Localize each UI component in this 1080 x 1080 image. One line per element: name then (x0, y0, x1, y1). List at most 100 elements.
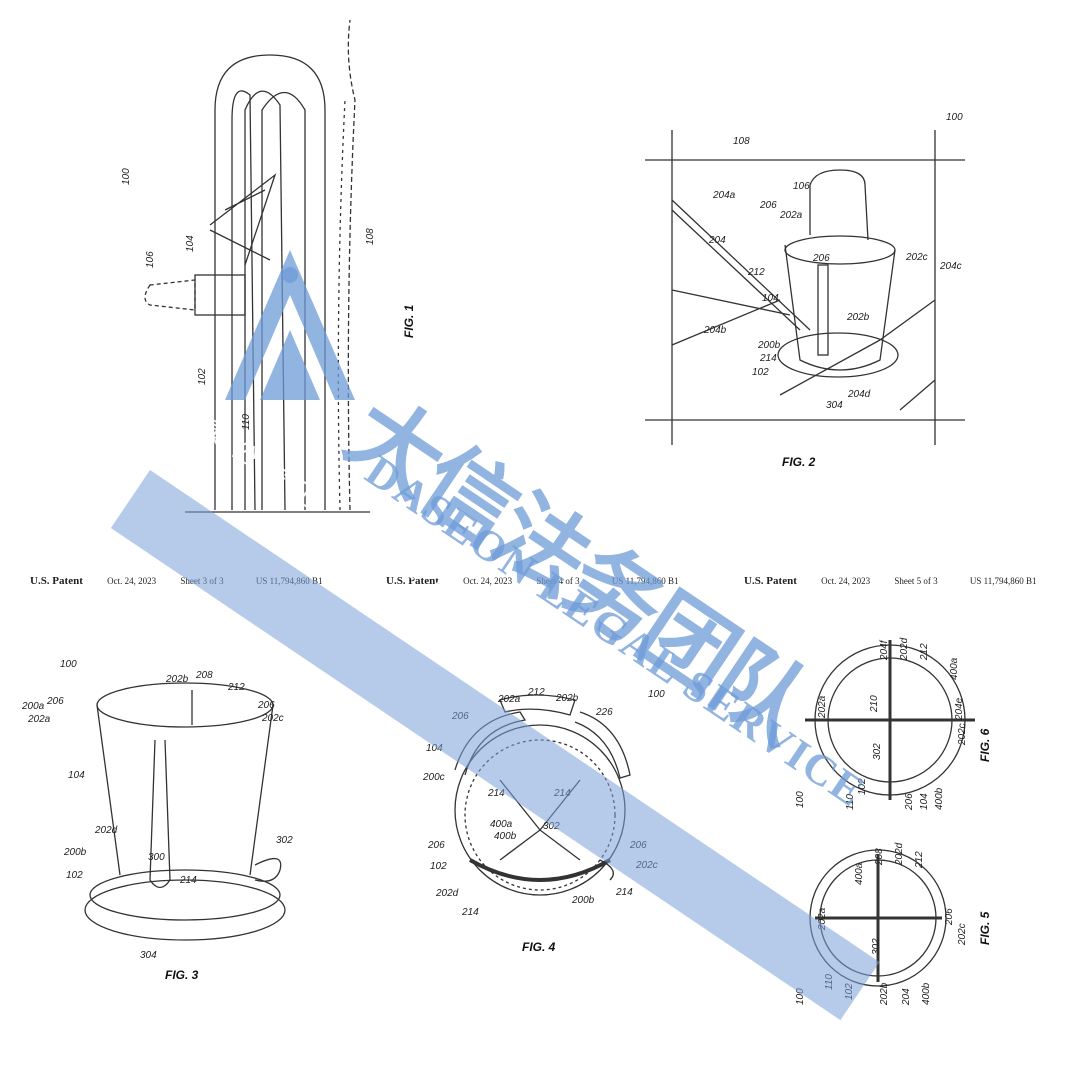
ref-label: 102 (66, 870, 83, 881)
ref-label: 100 (795, 988, 806, 1005)
patent-number: US 11,794,860 B1 (611, 576, 679, 586)
fig6-title: FIG. 6 (978, 728, 992, 762)
ref-label: 202a (817, 695, 828, 718)
ref-label: 202d (899, 637, 910, 660)
ref-label: 100 (946, 112, 963, 123)
ref-label: 102 (752, 367, 769, 378)
ref-label: 206 (452, 711, 469, 722)
ref-label: 110 (845, 794, 856, 810)
ref-label: 202b (847, 312, 870, 323)
ref-label: 200b (758, 340, 781, 351)
ref-label: 202c (262, 713, 284, 724)
ref-label: 400b (494, 831, 517, 842)
ref-label: 100 (648, 689, 665, 700)
ref-label: 202c (957, 723, 968, 745)
ref-label: 212 (748, 267, 765, 278)
ref-label: 204 (709, 235, 726, 246)
patent-number: US 11,794,860 B1 (255, 576, 323, 586)
ref-label: 200a (22, 701, 45, 712)
ref-label: 100 (121, 168, 132, 185)
ref-label: 102 (430, 861, 447, 872)
ref-label: 202b (556, 693, 579, 704)
ref-label: 104 (68, 770, 85, 781)
ref-label: 214 (760, 353, 777, 364)
ref-label: 202c (957, 923, 968, 945)
ref-label: 202a (780, 210, 803, 221)
ref-label: 214 (488, 788, 505, 799)
ref-label: 212 (919, 643, 930, 660)
ref-label: 108 (365, 228, 376, 245)
fig2-title: FIG. 2 (782, 455, 816, 469)
ref-label: 102 (844, 983, 855, 1000)
ref-label: 110 (241, 414, 252, 430)
patent-label: U.S. Patent (30, 575, 83, 587)
ref-label: 206 (258, 700, 275, 711)
ref-label: 206 (47, 696, 64, 707)
ref-label: 104 (185, 235, 196, 252)
patent-label: U.S. Patent (386, 575, 439, 587)
ref-label: 400b (921, 982, 932, 1005)
ref-label: 304 (826, 400, 843, 411)
ref-label: 204d (848, 389, 871, 400)
ref-label: 202a (817, 907, 828, 930)
ref-label: 400a (854, 862, 865, 885)
ref-label: 206 (760, 200, 777, 211)
ref-label: 214 (180, 875, 197, 886)
ref-label: 400b (934, 787, 945, 810)
ref-label: 206 (904, 793, 915, 810)
patent-date: Oct. 24, 2023 (463, 576, 513, 586)
patent-sheet: Sheet 3 of 3 (180, 576, 224, 586)
ref-label: 100 (795, 791, 806, 808)
ref-label: 212 (528, 687, 545, 698)
ref-label: 208 (196, 670, 213, 681)
ref-label: 202a (498, 694, 521, 705)
fig3-drawing (84, 682, 286, 941)
patent-label: U.S. Patent (744, 575, 797, 587)
ref-label: 106 (145, 251, 156, 268)
ref-label: 202c (636, 860, 658, 871)
fig4-drawing (454, 694, 631, 896)
ref-label: 104 (762, 293, 779, 304)
ref-label: 400a (490, 819, 513, 830)
ref-label: 110 (824, 974, 835, 990)
ref-label: 204f (879, 640, 890, 660)
ref-label: 214 (616, 887, 633, 898)
ref-label: 200c (423, 772, 445, 783)
ref-label: 302 (871, 938, 882, 955)
ref-label: 300 (148, 852, 165, 863)
fig5-title: FIG. 5 (978, 911, 992, 945)
ref-label: 204a (713, 190, 736, 201)
ref-label: 104 (426, 743, 443, 754)
ref-label: 304 (140, 950, 157, 961)
ref-label: 212 (914, 851, 925, 868)
ref-label: 214 (462, 907, 479, 918)
ref-label: 202a (28, 714, 51, 725)
ref-label: 200b (64, 847, 87, 858)
page-header-sheet-3: U.S. Patent Oct. 24, 2023 Sheet 3 of 3 U… (30, 575, 323, 587)
ref-label: 202b (166, 674, 189, 685)
ref-label: 210 (869, 695, 880, 712)
ref-label: 104 (919, 793, 930, 810)
fig1-drawing (144, 19, 370, 513)
patent-sheet: Sheet 4 of 3 (536, 576, 580, 586)
fig5-drawing (809, 849, 947, 987)
ref-label: 212 (228, 682, 245, 693)
ref-label: 302 (872, 743, 883, 760)
ref-label: 108 (733, 136, 750, 147)
ref-label: 204c (940, 261, 962, 272)
patent-date: Oct. 24, 2023 (107, 576, 157, 586)
page-header-sheet-5: U.S. Patent Oct. 24, 2023 Sheet 5 of 3 U… (744, 575, 1037, 587)
ref-label: 206 (428, 840, 445, 851)
ref-label: 214 (554, 788, 571, 799)
ref-label: 204e (954, 697, 965, 720)
ref-label: 100 (60, 659, 77, 670)
ref-label: 102 (857, 778, 868, 795)
ref-label: 200b (572, 895, 595, 906)
fig2-drawing (645, 130, 965, 445)
ref-label: 202d (436, 888, 459, 899)
ref-label: 102 (197, 368, 208, 385)
fig1-title: FIG. 1 (402, 304, 416, 338)
ref-label: 202b (879, 982, 890, 1005)
ref-label: 202c (906, 252, 928, 263)
ref-label: 106 (793, 181, 810, 192)
